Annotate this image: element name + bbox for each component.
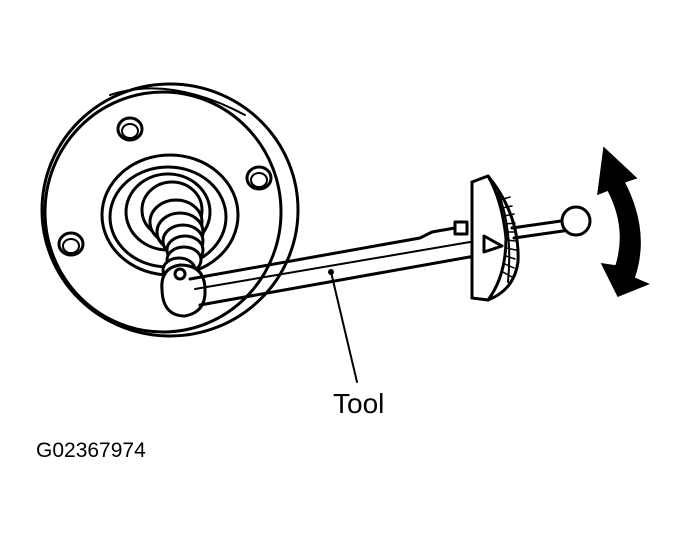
tool-label: Tool — [333, 388, 385, 419]
bolt-hole — [57, 231, 85, 257]
figure-id: G02367974 — [36, 439, 146, 462]
dial-scale-ticks — [499, 196, 517, 278]
bolt-hole — [116, 116, 144, 142]
bolt-hole — [245, 165, 273, 191]
curved-double-arrow-icon — [597, 146, 650, 297]
torque-wrench — [160, 174, 592, 318]
spindle — [140, 180, 205, 284]
tool-leader-line — [330, 271, 358, 383]
